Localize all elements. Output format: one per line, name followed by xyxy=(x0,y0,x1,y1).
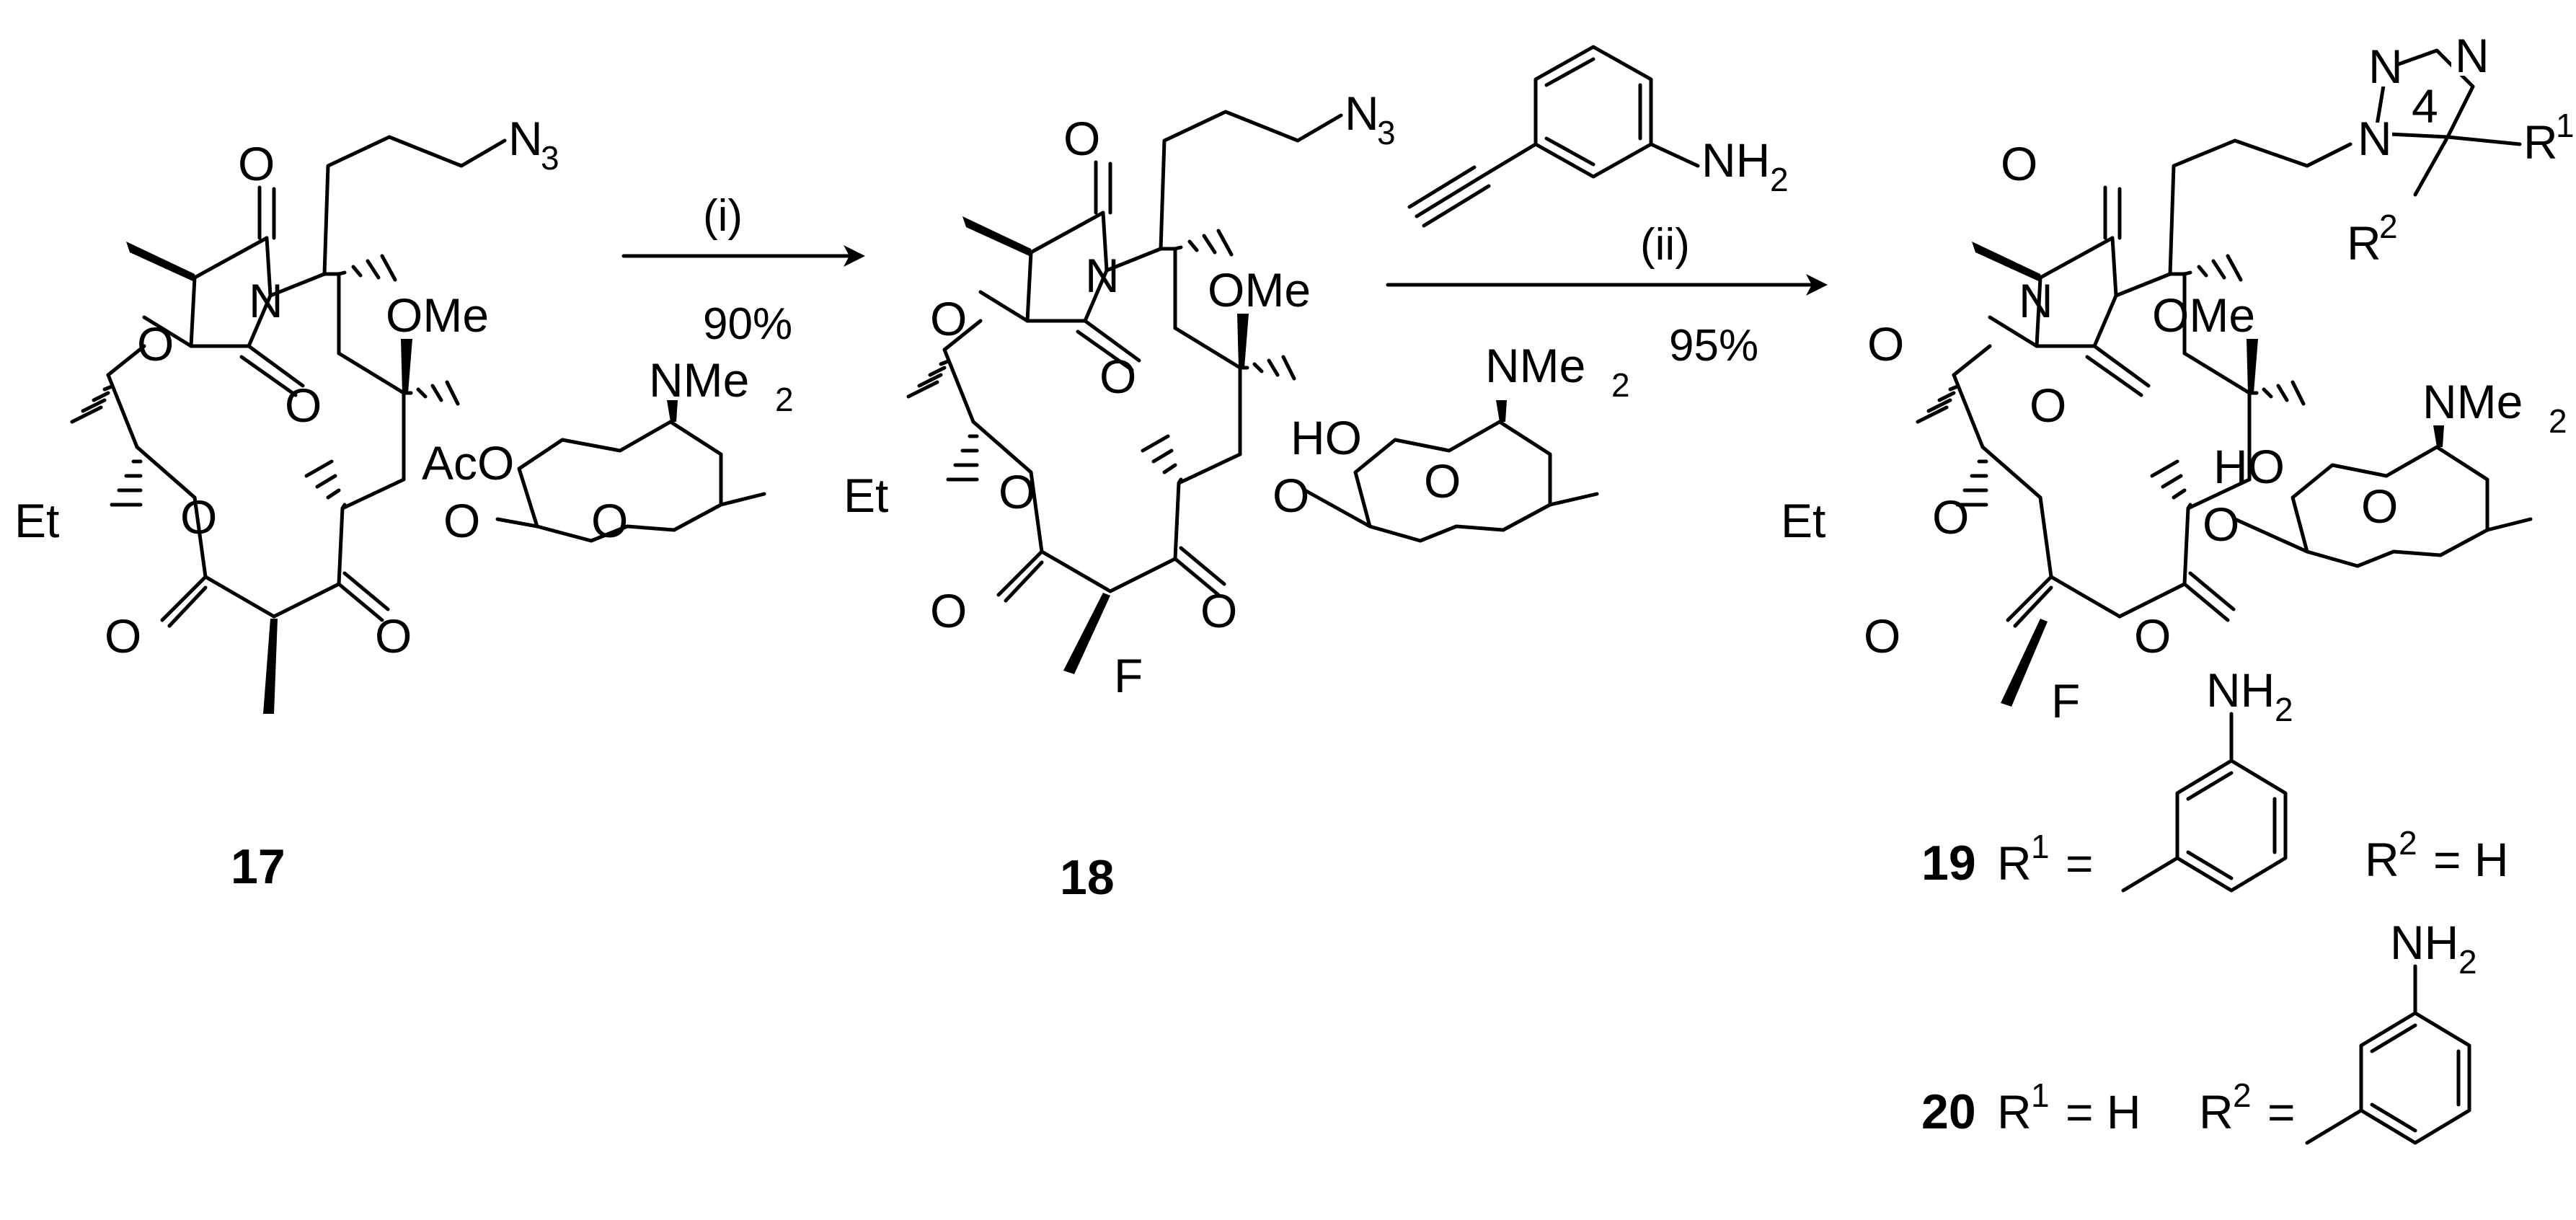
R2-label: R xyxy=(2199,1085,2234,1139)
dimethylamino-label: NMe xyxy=(649,353,749,407)
atom-O: O xyxy=(999,465,1035,518)
yield-95: 95% xyxy=(1669,321,1758,371)
reaction-arrow-2: (ii) 95% NH 2 xyxy=(1386,45,1828,371)
atom-O: O xyxy=(2134,609,2171,663)
compound-18-structure: N 3 O N O O O O O Et OMe F O O HO NMe 2 … xyxy=(844,87,1630,905)
ethyl-label: Et xyxy=(1781,494,1825,547)
atom-O: O xyxy=(591,494,628,547)
compound-19-definition: 19 R 1 = NH 2 R 2 = H xyxy=(1921,663,2509,893)
equals-sign: = xyxy=(2267,1085,2296,1139)
azide-N: N xyxy=(1345,87,1379,140)
svg-text:3: 3 xyxy=(1377,114,1396,151)
atom-O: O xyxy=(2030,379,2066,432)
atom-O: O xyxy=(1272,469,1309,522)
atom-O: O xyxy=(375,609,412,663)
amine-label: NH xyxy=(2206,663,2275,717)
atom-O: O xyxy=(1099,350,1136,403)
svg-text:2: 2 xyxy=(2399,824,2417,862)
reagent-ii: (ii) xyxy=(1640,220,1690,270)
ethynylaniline-reagent: NH 2 xyxy=(1407,45,1789,228)
svg-text:2: 2 xyxy=(2275,691,2293,728)
svg-text:1: 1 xyxy=(2556,107,2575,144)
svg-text:2: 2 xyxy=(2458,943,2477,981)
amine-label: NH xyxy=(1701,133,1770,187)
methoxy-label: OMe xyxy=(2152,288,2255,342)
compound-number-18: 18 xyxy=(1060,850,1115,905)
atom-O: O xyxy=(2361,479,2398,533)
svg-text:2: 2 xyxy=(775,381,794,418)
compound-number-17: 17 xyxy=(231,839,286,894)
dimethylamino-label: NMe xyxy=(2422,375,2523,428)
hydroxy-label: HO xyxy=(1291,411,1362,464)
atom-O: O xyxy=(1864,609,1900,663)
svg-text:2: 2 xyxy=(2379,208,2398,245)
reagent-i: (i) xyxy=(703,191,743,241)
atom-O: O xyxy=(2203,498,2239,551)
hydroxy-label: HO xyxy=(2213,440,2285,493)
triazole-position-4: 4 xyxy=(2412,79,2438,133)
fluorine-label: F xyxy=(2051,674,2080,728)
atom-N: N xyxy=(249,274,283,327)
svg-text:2: 2 xyxy=(2549,402,2567,440)
svg-text:1: 1 xyxy=(2031,1077,2050,1114)
atom-O: O xyxy=(930,584,967,637)
R1-label: R xyxy=(2523,115,2558,169)
azide-N: N xyxy=(508,112,543,165)
atom-O: O xyxy=(1200,584,1237,637)
triazole-N3: N xyxy=(2455,29,2489,82)
atom-O: O xyxy=(1424,454,1461,508)
acetoxy-label: AcO xyxy=(422,436,514,490)
R1-value: = H xyxy=(2066,1085,2141,1139)
atom-O: O xyxy=(1932,490,1969,544)
amine-label: NH xyxy=(2390,916,2458,969)
triazole-N1: N xyxy=(2358,112,2392,165)
yield-90: 90% xyxy=(703,299,792,349)
equals-sign: = xyxy=(2066,836,2094,890)
R1-label: R xyxy=(1997,1085,2032,1139)
atom-O: O xyxy=(285,379,322,432)
compound-17-structure: N 3 O N O O O O O Et OMe AcO O O NMe 2 1… xyxy=(14,112,794,894)
R1-label: R xyxy=(1997,836,2032,890)
svg-text:3: 3 xyxy=(541,139,559,177)
compound-19-20-structure: N N N 4 R 1 R 2 O N O O O O O Et OMe F O… xyxy=(1781,29,2575,728)
atom-O: O xyxy=(443,494,480,547)
atom-O: O xyxy=(137,317,174,371)
compound-number-19: 19 xyxy=(1921,836,1976,890)
ethyl-label: Et xyxy=(844,469,888,522)
compound-20-definition: 20 R 1 = H R 2 = NH 2 xyxy=(1921,916,2477,1145)
atom-O: O xyxy=(105,609,141,663)
compound-number-20: 20 xyxy=(1921,1084,1976,1139)
atom-O: O xyxy=(1867,317,1904,371)
R2-label: R xyxy=(2347,216,2381,270)
R2-value: = H xyxy=(2433,833,2509,886)
ethyl-label: Et xyxy=(14,494,59,547)
atom-O: O xyxy=(238,137,275,190)
svg-text:2: 2 xyxy=(2233,1077,2252,1114)
dimethylamino-label: NMe xyxy=(1485,339,1585,392)
svg-text:1: 1 xyxy=(2031,828,2050,865)
R2-label: R xyxy=(2365,833,2399,886)
atom-N: N xyxy=(1085,249,1120,302)
svg-text:2: 2 xyxy=(1770,161,1789,198)
atom-N: N xyxy=(2019,274,2053,327)
atom-O: O xyxy=(930,292,967,345)
svg-text:2: 2 xyxy=(1611,366,1630,404)
methoxy-label: OMe xyxy=(1208,263,1311,317)
fluorine-label: F xyxy=(1114,649,1143,702)
methoxy-label: OMe xyxy=(386,288,489,342)
atom-O: O xyxy=(2001,137,2037,190)
triazole-N2: N xyxy=(2368,40,2403,93)
atom-O: O xyxy=(1063,112,1100,165)
atom-O: O xyxy=(180,490,217,544)
reaction-arrow-1: (i) 90% xyxy=(621,191,865,349)
